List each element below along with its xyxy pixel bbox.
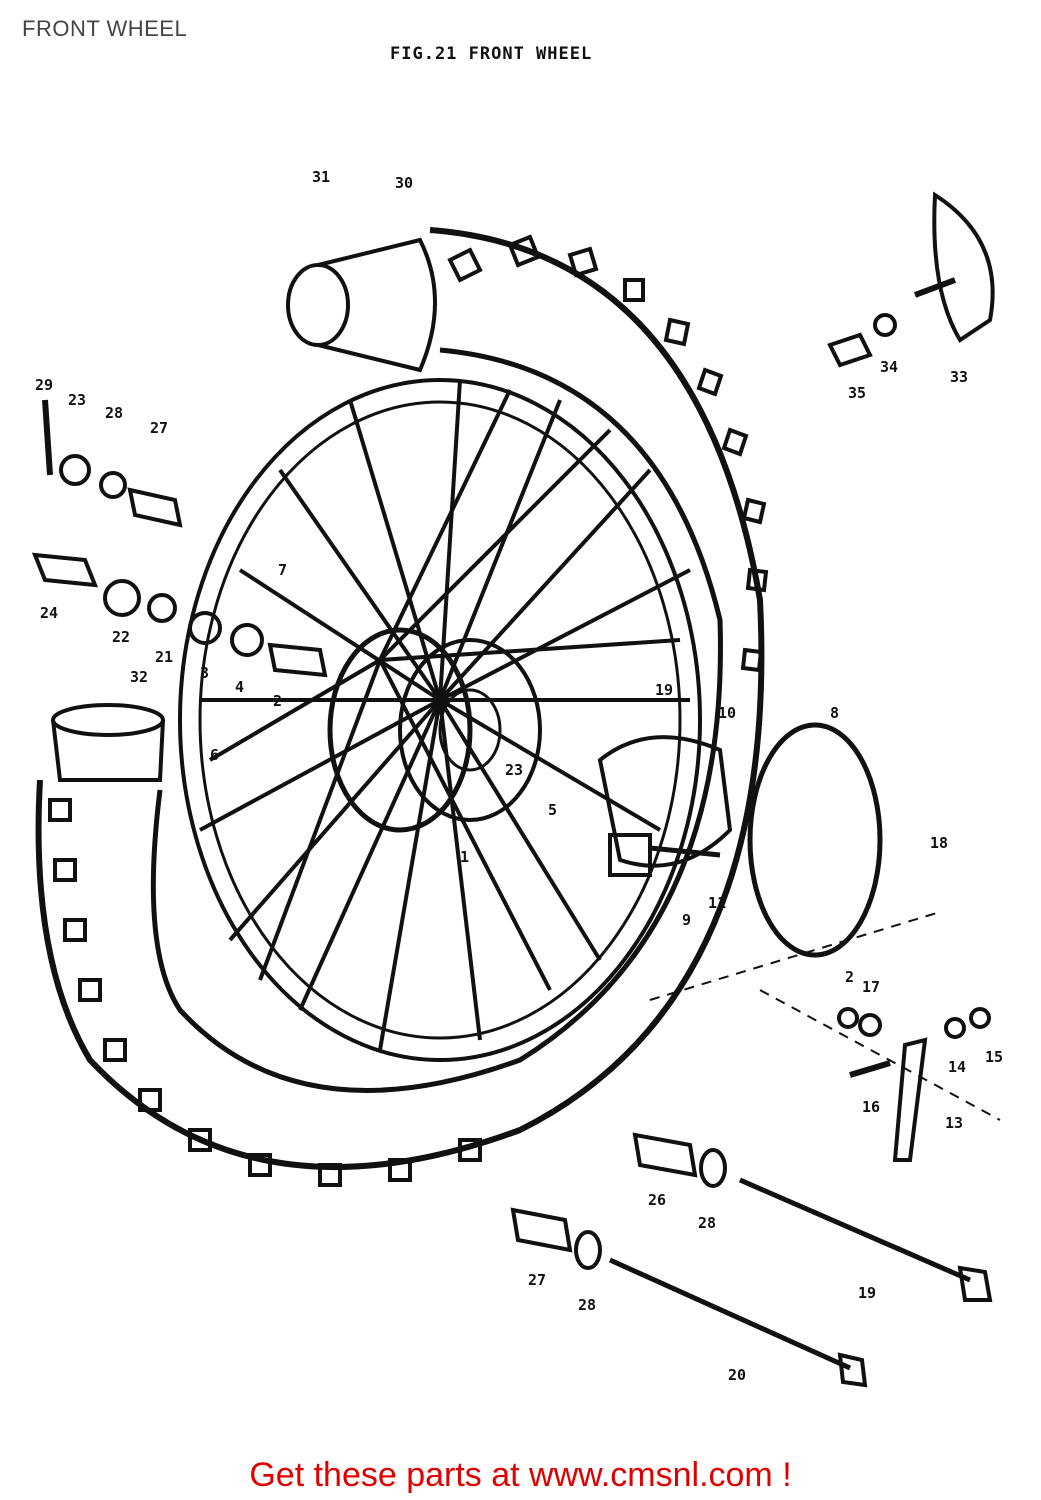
callout-20: 20 — [728, 1366, 746, 1384]
callout-35: 35 — [848, 384, 866, 402]
part-callouts: 31 30 33 34 35 29 23 28 27 7 24 22 21 3 … — [35, 168, 1003, 1384]
spokes — [199, 379, 691, 1051]
rim — [178, 378, 702, 1062]
callout-19-rim: 19 — [655, 681, 673, 699]
callout-28-mid: 28 — [698, 1214, 716, 1232]
callout-33: 33 — [950, 368, 968, 386]
callout-32: 32 — [130, 668, 148, 686]
page-title: FRONT WHEEL — [22, 16, 188, 41]
parts-link-banner[interactable]: Get these parts at www.cmsnl.com ! — [249, 1456, 792, 1494]
callout-17: 17 — [862, 978, 880, 996]
callout-11: 11 — [708, 894, 726, 912]
callout-31: 31 — [312, 168, 330, 186]
callout-15: 15 — [985, 1048, 1003, 1066]
callout-27-left: 27 — [150, 419, 168, 437]
axle-hardware — [510, 191, 1001, 1388]
callout-30: 30 — [395, 174, 413, 192]
callout-23-top: 23 — [68, 391, 86, 409]
callout-23-hub: 23 — [505, 761, 523, 779]
callout-5-hub: 5 — [548, 801, 557, 819]
callout-8: 8 — [830, 704, 839, 722]
callout-21: 21 — [155, 648, 173, 666]
callout-24: 24 — [40, 604, 58, 622]
brake-panel — [597, 722, 883, 958]
callout-27-bottom: 27 — [528, 1271, 546, 1289]
callout-22: 22 — [112, 628, 130, 646]
hub — [327, 627, 542, 833]
callout-2-right: 2 — [845, 968, 854, 986]
callout-1: 1 — [460, 848, 469, 866]
callout-28-left: 28 — [105, 404, 123, 422]
callout-16: 16 — [862, 1098, 880, 1116]
callout-2-hub: 2 — [273, 692, 282, 710]
callout-4: 4 — [235, 678, 244, 696]
callout-9: 9 — [682, 911, 691, 929]
callout-6: 6 — [210, 746, 219, 764]
callout-26: 26 — [648, 1191, 666, 1209]
callout-19-axle: 19 — [858, 1284, 876, 1302]
callout-18: 18 — [930, 834, 948, 852]
callout-14: 14 — [948, 1058, 966, 1076]
callout-3: 3 — [200, 664, 209, 682]
tyre-tread — [48, 234, 769, 1187]
callout-7: 7 — [278, 561, 287, 579]
callout-10: 10 — [718, 704, 736, 722]
tyre — [35, 227, 769, 1187]
callout-28-bottom: 28 — [578, 1296, 596, 1314]
callout-13: 13 — [945, 1114, 963, 1132]
callout-34: 34 — [880, 358, 898, 376]
tube — [51, 237, 437, 782]
callout-29: 29 — [35, 376, 53, 394]
left-bearings — [31, 399, 328, 678]
figure-title: FIG.21 FRONT WHEEL — [390, 44, 593, 64]
